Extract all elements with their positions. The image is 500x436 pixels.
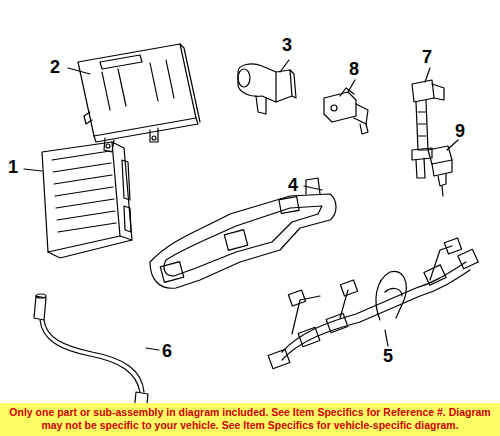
camshaft-position-sensor bbox=[324, 88, 368, 134]
spark-plug-wire bbox=[34, 294, 148, 414]
callout-number: 2 bbox=[50, 58, 60, 76]
callout-number: 1 bbox=[8, 158, 18, 176]
callout-number: 4 bbox=[288, 176, 298, 194]
notice-text: Only one part or sub-assembly in diagram… bbox=[4, 406, 496, 433]
callout-number: 8 bbox=[349, 60, 359, 78]
notice-band: Only one part or sub-assembly in diagram… bbox=[0, 403, 500, 436]
crankshaft-position-sensor bbox=[412, 80, 444, 178]
injector-harness bbox=[268, 238, 478, 369]
callout-number: 3 bbox=[282, 36, 292, 54]
leader-lines bbox=[24, 60, 458, 350]
ignition-harness bbox=[150, 178, 336, 288]
callout-number: 6 bbox=[162, 342, 172, 360]
callout-number: 7 bbox=[422, 48, 432, 66]
knock-sensor bbox=[428, 146, 452, 196]
ecm-bracket bbox=[78, 44, 200, 152]
callout-number: 5 bbox=[383, 347, 393, 365]
ignition-coil bbox=[238, 64, 296, 114]
engine-control-module bbox=[42, 142, 132, 258]
callout-number: 9 bbox=[455, 122, 465, 140]
